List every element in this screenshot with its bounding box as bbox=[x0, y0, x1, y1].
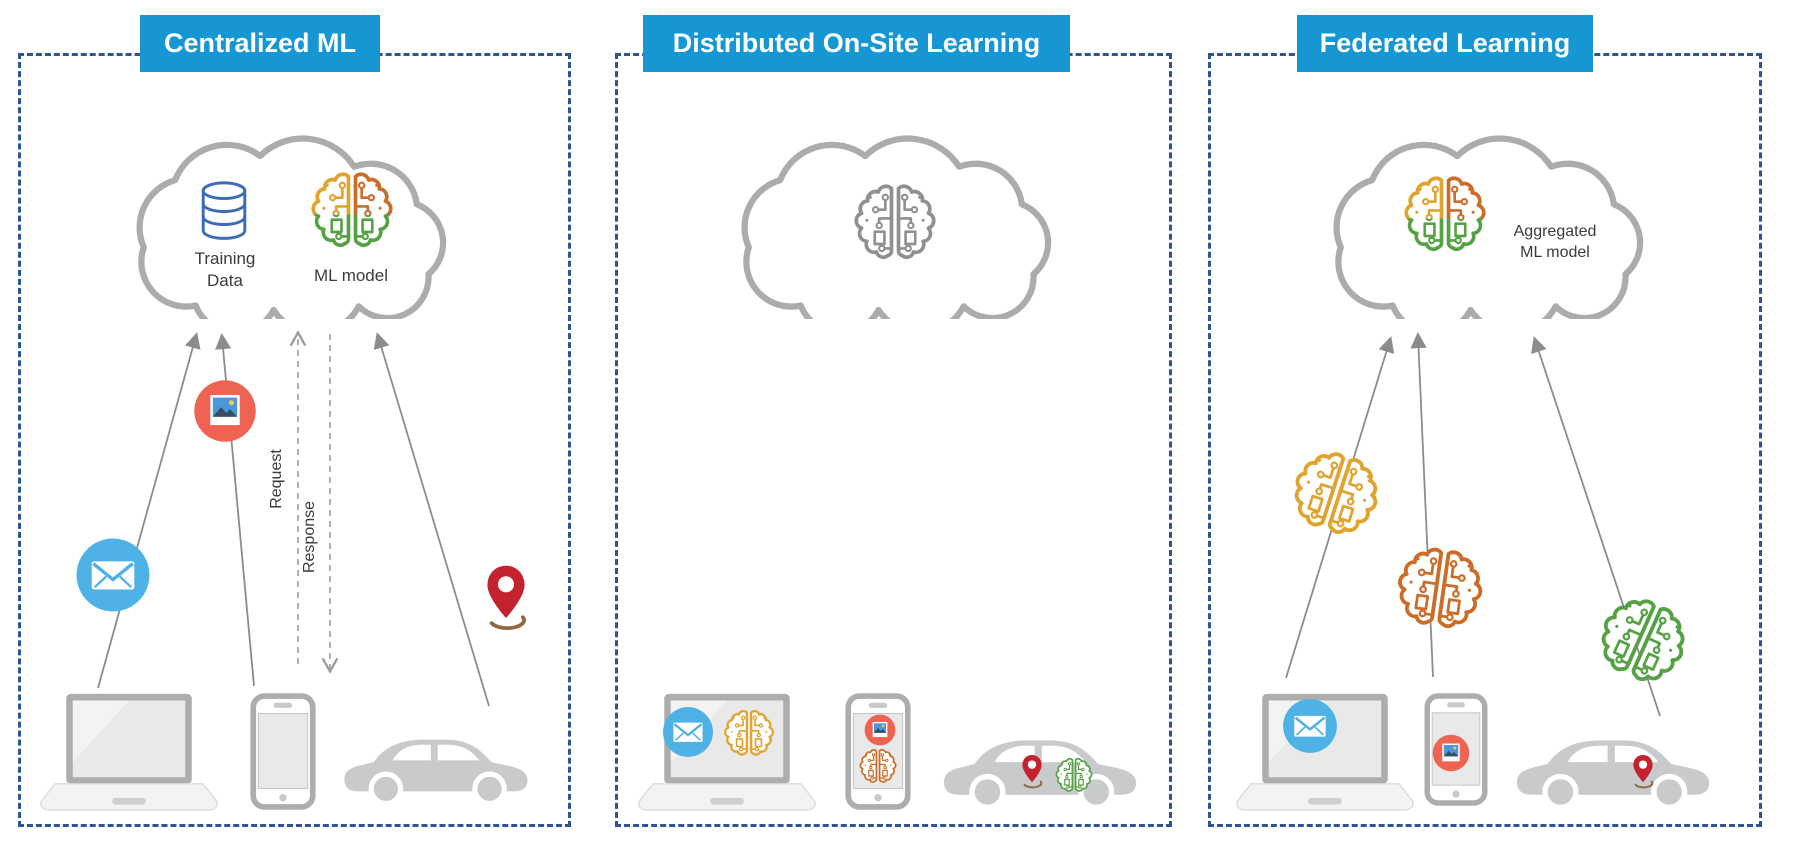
ml-model-brain-icon bbox=[311, 172, 393, 248]
photo-icon bbox=[1432, 734, 1470, 772]
photo-icon bbox=[194, 380, 256, 442]
car-icon bbox=[341, 724, 531, 807]
panel-distributed-onsite bbox=[615, 53, 1172, 827]
email-icon bbox=[75, 537, 151, 613]
panel-title-distributed-onsite: Distributed On-Site Learning bbox=[643, 15, 1070, 72]
smartphone-icon bbox=[250, 693, 316, 810]
location-pin-icon bbox=[1021, 754, 1043, 789]
response-label: Response bbox=[301, 500, 318, 574]
uploaded-brain-orange-icon bbox=[1392, 543, 1488, 632]
car-icon bbox=[1513, 724, 1713, 811]
email-icon bbox=[662, 706, 714, 758]
photo-icon bbox=[864, 714, 896, 746]
panel-title-federated-learning: Federated Learning bbox=[1297, 15, 1593, 72]
panel-centralized-ml: Training Data ML model Request Response bbox=[18, 53, 571, 827]
location-pin-icon bbox=[485, 564, 527, 631]
local-brain-orange-icon bbox=[859, 748, 897, 783]
car-upload-arrow bbox=[373, 332, 490, 707]
location-pin-icon bbox=[1632, 754, 1654, 789]
gray-brain-icon bbox=[854, 184, 936, 260]
request-label: Request bbox=[268, 449, 285, 509]
aggregated-model-label: Aggregated ML model bbox=[1513, 223, 1597, 261]
local-brain-green-icon bbox=[1055, 757, 1093, 792]
database-icon bbox=[201, 181, 247, 240]
aggregated-model-brain-icon bbox=[1404, 176, 1486, 252]
panel-title-centralized-ml: Centralized ML bbox=[140, 15, 380, 72]
laptop-icon bbox=[40, 693, 218, 811]
email-icon bbox=[1282, 698, 1338, 754]
laptop-upload-arrow bbox=[97, 332, 201, 689]
panel-federated-learning: Aggregated ML model bbox=[1208, 53, 1762, 827]
training-data-label: Training Data bbox=[194, 249, 256, 291]
local-brain-yellow-icon bbox=[724, 709, 774, 756]
ml-model-label: ML model bbox=[313, 266, 388, 285]
